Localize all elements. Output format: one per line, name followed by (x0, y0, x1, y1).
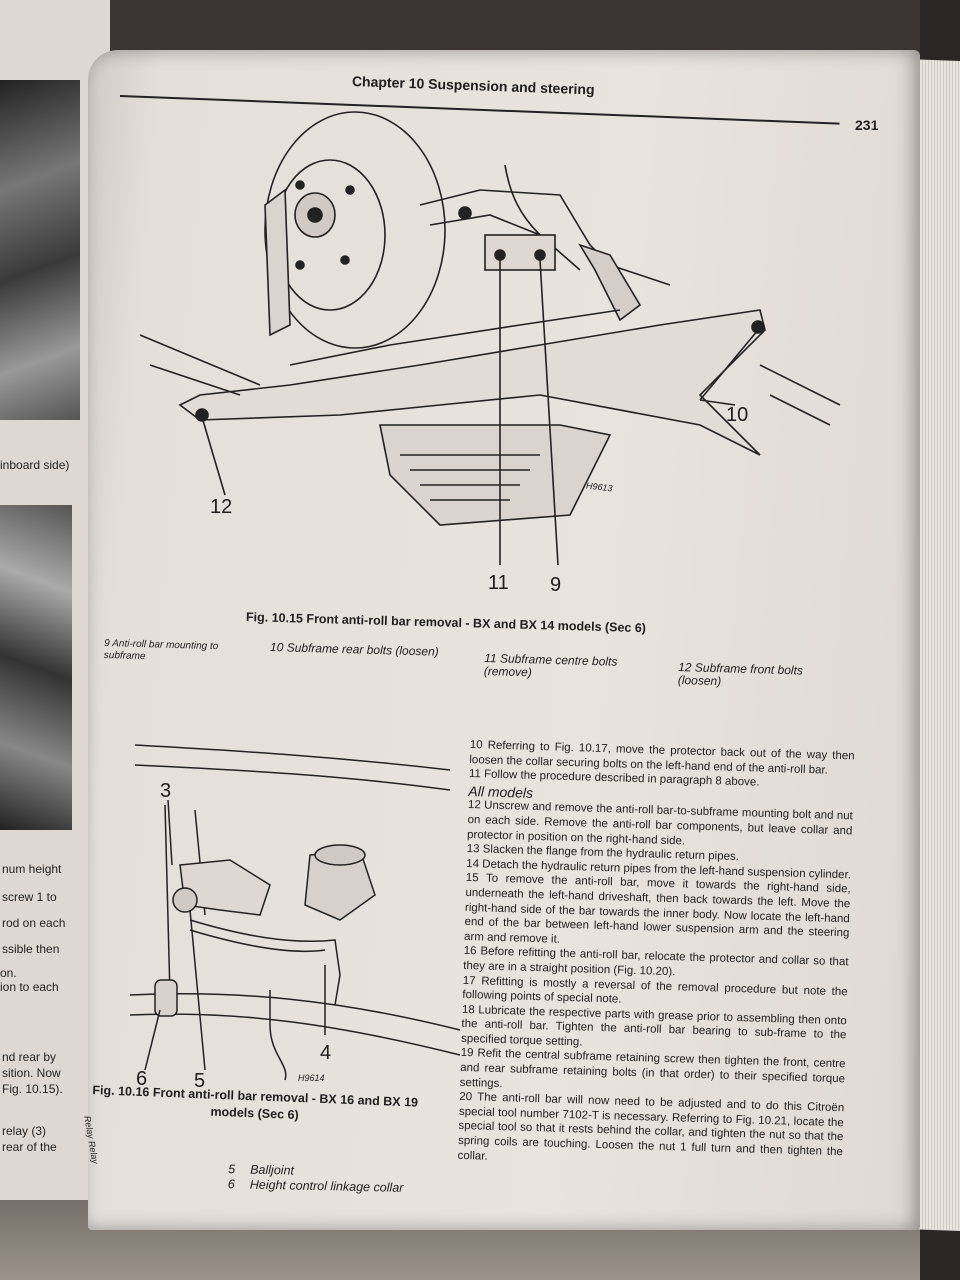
callout-3: 3 (160, 780, 172, 802)
left-text-fragment: rear of the (2, 1140, 57, 1154)
page-number: 231 (855, 117, 879, 133)
callout-4: 4 (320, 1042, 332, 1064)
left-text-fragment: rod on each (2, 916, 66, 930)
left-text-fragment: screw 1 to (2, 890, 57, 904)
subframe (178, 309, 766, 456)
anti-roll-bar (189, 919, 341, 1006)
left-photo-top (0, 80, 80, 420)
shock-absorber (578, 243, 642, 322)
left-text-fragment: ion to each (0, 980, 59, 994)
callout-12: 12 (210, 496, 233, 518)
legend-item-12: 12 Subframe front bolts (loosen) (677, 660, 804, 689)
balljoint (172, 887, 198, 913)
height-control-collar (154, 979, 178, 1017)
sump (379, 424, 612, 526)
callout-9: 9 (550, 574, 562, 596)
figure-10-15-drawing (140, 111, 841, 566)
caliper (264, 188, 291, 337)
left-photo-bottom (0, 505, 72, 830)
callout-11: 11 (488, 572, 509, 594)
legend-item-9: 9 Anti-roll bar mounting to subframe (103, 638, 219, 663)
left-text-fragment: nd rear by (2, 1050, 57, 1064)
brake-disc (264, 111, 446, 349)
callout-10: 10 (726, 404, 749, 426)
upper-arm (419, 189, 671, 286)
hub-centre (307, 207, 323, 223)
left-text-fragment: num height (2, 862, 62, 876)
callout-6: 6 (136, 1068, 148, 1090)
left-text-fragment: sition. Now (2, 1066, 61, 1080)
drawing-code: H9614 (298, 1073, 325, 1083)
left-text-fragment: relay (3) (2, 1124, 47, 1138)
paragraph-15: 15 To remove the anti-roll bar, move it … (463, 872, 851, 946)
front-bolt (195, 408, 209, 422)
left-text-fragment: Fig. 10.15). (2, 1082, 63, 1096)
left-text-fragment: inboard side) (0, 458, 70, 472)
paragraph-20: 20 The anti-roll bar will now need to be… (457, 1091, 845, 1163)
callout-5: 5 (194, 1070, 206, 1092)
rear-bolt (751, 320, 765, 334)
legend-item-11: 11 Subframe centre bolts (remove) (483, 651, 618, 680)
left-text-fragment: ssible then (2, 942, 60, 956)
body-text: 10 Referring to Fig. 10.17, move the pro… (457, 738, 854, 1174)
left-text-fragment: on. (0, 966, 17, 980)
figure-10-16-drawing (129, 744, 461, 1081)
